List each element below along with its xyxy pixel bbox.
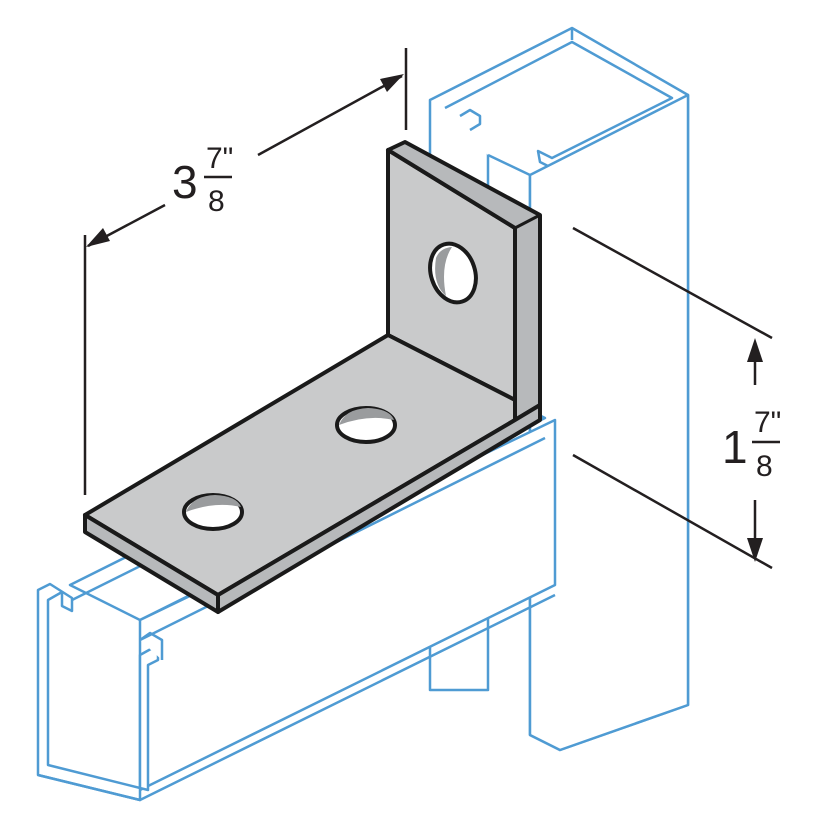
- height-extension-bottom: [572, 453, 773, 570]
- hole-middle-shadow: [339, 408, 394, 425]
- bracket-bend-edge: [514, 213, 541, 230]
- width-dimension-line-right: [257, 74, 403, 157]
- width-numerator: 7": [206, 142, 233, 175]
- width-whole: 3: [172, 156, 198, 208]
- width-dimension: [83, 48, 408, 495]
- horizontal-channel-bottom-edge: [37, 593, 556, 802]
- angle-bracket: [83, 140, 542, 614]
- vertical-channel-front-face: [528, 93, 690, 752]
- width-arrowhead-right: [380, 74, 404, 92]
- width-label: 3 7" 8: [172, 142, 233, 218]
- horizontal-channel-end-profile: [36, 582, 160, 802]
- hole-vertical-shadow: [435, 247, 452, 296]
- width-arrowhead-left: [86, 228, 110, 247]
- height-label: 1 7" 8: [722, 406, 781, 483]
- bracket-edge-thickness: [216, 403, 542, 614]
- width-denominator: 8: [208, 185, 225, 218]
- hole-front-shadow: [186, 495, 241, 512]
- height-extension-top: [572, 226, 773, 340]
- height-arrowhead-bottom: [747, 538, 763, 562]
- height-dimension: [572, 226, 773, 570]
- height-denominator: 8: [756, 450, 773, 483]
- height-numerator: 7": [754, 406, 781, 439]
- vertical-channel-slot-left: [459, 108, 482, 132]
- height-whole: 1: [722, 421, 748, 473]
- height-arrowhead-top: [747, 338, 763, 362]
